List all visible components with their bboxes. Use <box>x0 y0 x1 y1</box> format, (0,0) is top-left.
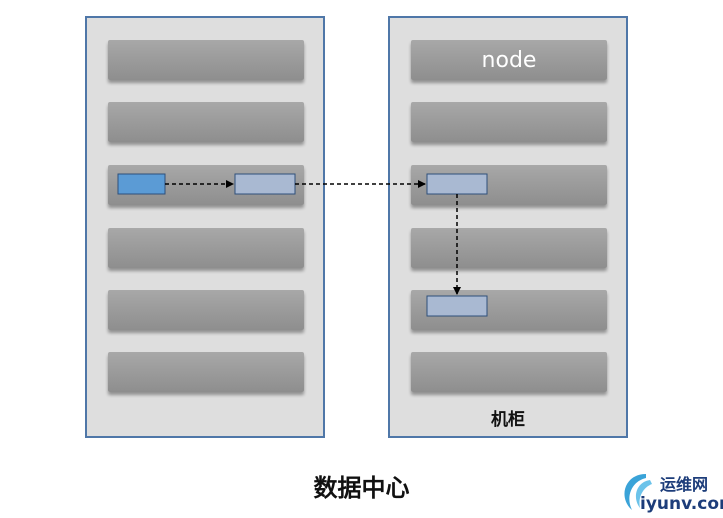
slot <box>108 228 304 268</box>
source-block <box>117 173 166 195</box>
watermark-logo: 运维网 iyunv.com <box>616 468 723 518</box>
slot <box>108 102 304 142</box>
replica-block <box>234 173 296 195</box>
rack-left <box>85 16 325 438</box>
rack-right: node 机柜 <box>388 16 628 438</box>
logo-text-cn: 运维网 <box>660 475 709 494</box>
replica-block <box>426 295 488 317</box>
logo-text-en: iyunv.com <box>640 494 723 514</box>
diagram-caption: 数据中心 <box>313 474 410 502</box>
logo-swoosh-icon <box>624 474 652 510</box>
rack-label: 机柜 <box>491 410 525 430</box>
node-label: node <box>481 47 537 73</box>
slot-node: node <box>411 40 607 80</box>
slot <box>411 102 607 142</box>
slot <box>411 352 607 392</box>
slot <box>411 228 607 268</box>
slot <box>108 40 304 80</box>
slot <box>108 352 304 392</box>
replica-block <box>426 173 488 195</box>
slot <box>108 290 304 330</box>
